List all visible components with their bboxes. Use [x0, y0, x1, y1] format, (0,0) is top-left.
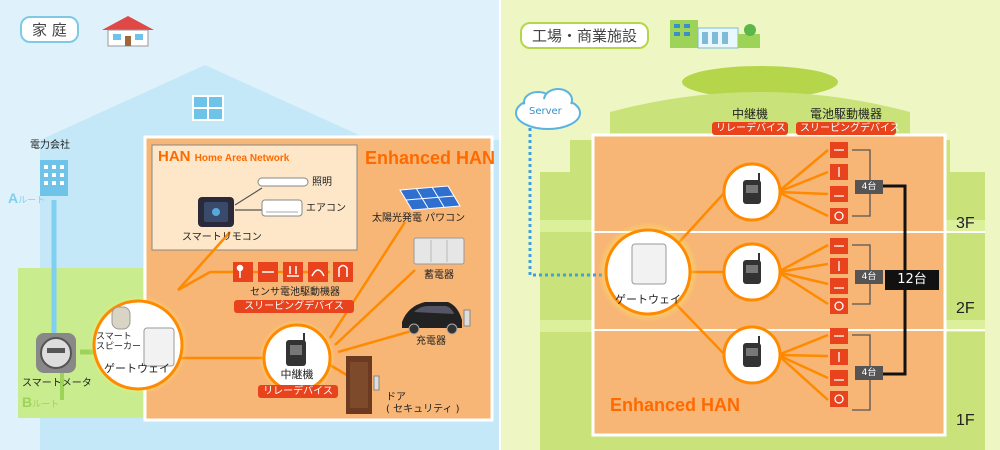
charger-label: 充電器 [416, 336, 446, 347]
home-sensor-icons [233, 262, 353, 282]
factory-sleeping-badge: スリーピングデバイス [796, 122, 900, 135]
power-company-icon [40, 160, 68, 196]
relay-device-icon [286, 333, 306, 366]
count-4-2f: 4台 [861, 272, 877, 282]
home-gateway-label: ゲートウェイ [104, 362, 170, 375]
factory-enhanced-han-title: Enhanced HAN [610, 395, 741, 415]
enhanced-han-title: Enhanced HAN [365, 148, 496, 168]
han-title: HAN Home Area Network [158, 148, 290, 165]
factory-relay-nodes [722, 162, 782, 385]
home-relay-label: 中継機 [280, 368, 314, 381]
remote-lines [234, 187, 263, 211]
home-title: 家 庭 [20, 16, 79, 43]
door-label: ドア ( セキュリティ ) [386, 392, 460, 415]
server-cloud-icon [515, 88, 581, 130]
storage-battery-icon [413, 237, 465, 265]
count-4-1f: 4台 [861, 368, 877, 378]
house-window-icon [192, 95, 224, 121]
factory-sensor-icons [830, 142, 848, 407]
count-4-3f: 4台 [861, 182, 877, 192]
factory-dome [682, 66, 838, 98]
factory-battery-label: 電池駆動機器 [809, 107, 882, 121]
route-a-label: Aルート [8, 190, 46, 206]
smart-remote-label: スマートリモコン [182, 232, 262, 243]
smart-remote-icon [198, 197, 234, 227]
car-icon [402, 302, 471, 335]
route-b-label: Bルート [22, 394, 60, 410]
count-12: 12台 [897, 272, 927, 287]
smart-speaker-label: スマート スピーカー [96, 332, 142, 353]
gateway-device-icon [143, 327, 175, 367]
aircon-icon [261, 199, 303, 217]
lighting-label: 照明 [312, 177, 332, 188]
home-relay-badge: リレーデバイス [258, 385, 338, 398]
storage-label: 蓄電器 [424, 270, 454, 281]
house-icon [98, 14, 158, 48]
factory-gateway-label: ゲートウェイ [615, 293, 681, 306]
smart-meter-icon [36, 333, 76, 373]
power-company-label: 電力会社 [30, 140, 70, 151]
factory-title: 工場・商業施設 [520, 22, 650, 49]
server-label: Server [529, 106, 562, 117]
server-link [528, 128, 610, 277]
floor-2f: 2F [956, 300, 975, 317]
factory-building-icon [668, 14, 764, 50]
floor-3f: 3F [956, 215, 975, 232]
aircon-label: エアコン [306, 203, 346, 214]
factory-relay-badge: リレーデバイス [712, 122, 788, 135]
lighting-icon [257, 177, 309, 187]
smart-speaker-icon [111, 306, 131, 330]
smart-meter-label: スマートメータ [22, 378, 92, 389]
factory-relay-label: 中継機 [731, 107, 768, 121]
factory-gateway-device-icon [631, 243, 667, 285]
door-icon [346, 356, 380, 414]
home-sensor-label: センサ電池駆動機器 [250, 287, 340, 298]
han-area [151, 144, 358, 251]
solar-label: 太陽光発電 パワコン [372, 213, 466, 224]
floor-1f: 1F [956, 412, 975, 429]
solar-panel-icon [399, 185, 461, 211]
home-sleeping-badge: スリーピングデバイス [234, 300, 354, 313]
